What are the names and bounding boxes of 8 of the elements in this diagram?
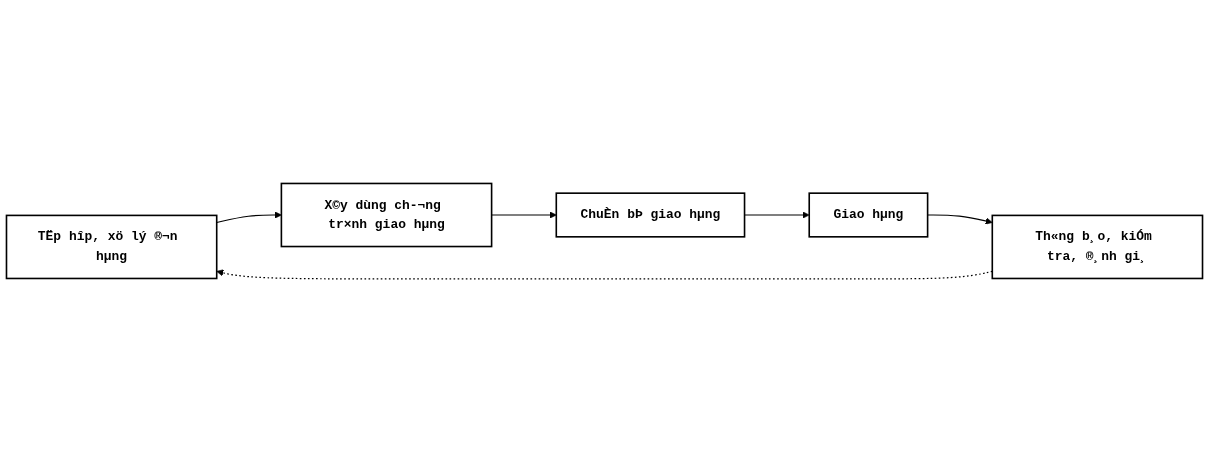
node-box: Giao hµng [808,192,929,238]
node-box: ChuÈn bÞ giao hµng [555,192,746,238]
arrow [216,211,282,223]
node-box: X©y dùng ch-¬ng tr×nh giao hµng [280,182,493,248]
arrow [491,211,557,219]
node-box: TËp hîp, xö lý ®¬n hµng [5,214,218,280]
arrow [927,214,993,225]
node-box: Th«ng b¸o, kiÓm tra, ®¸nh gi¸ [991,214,1204,280]
